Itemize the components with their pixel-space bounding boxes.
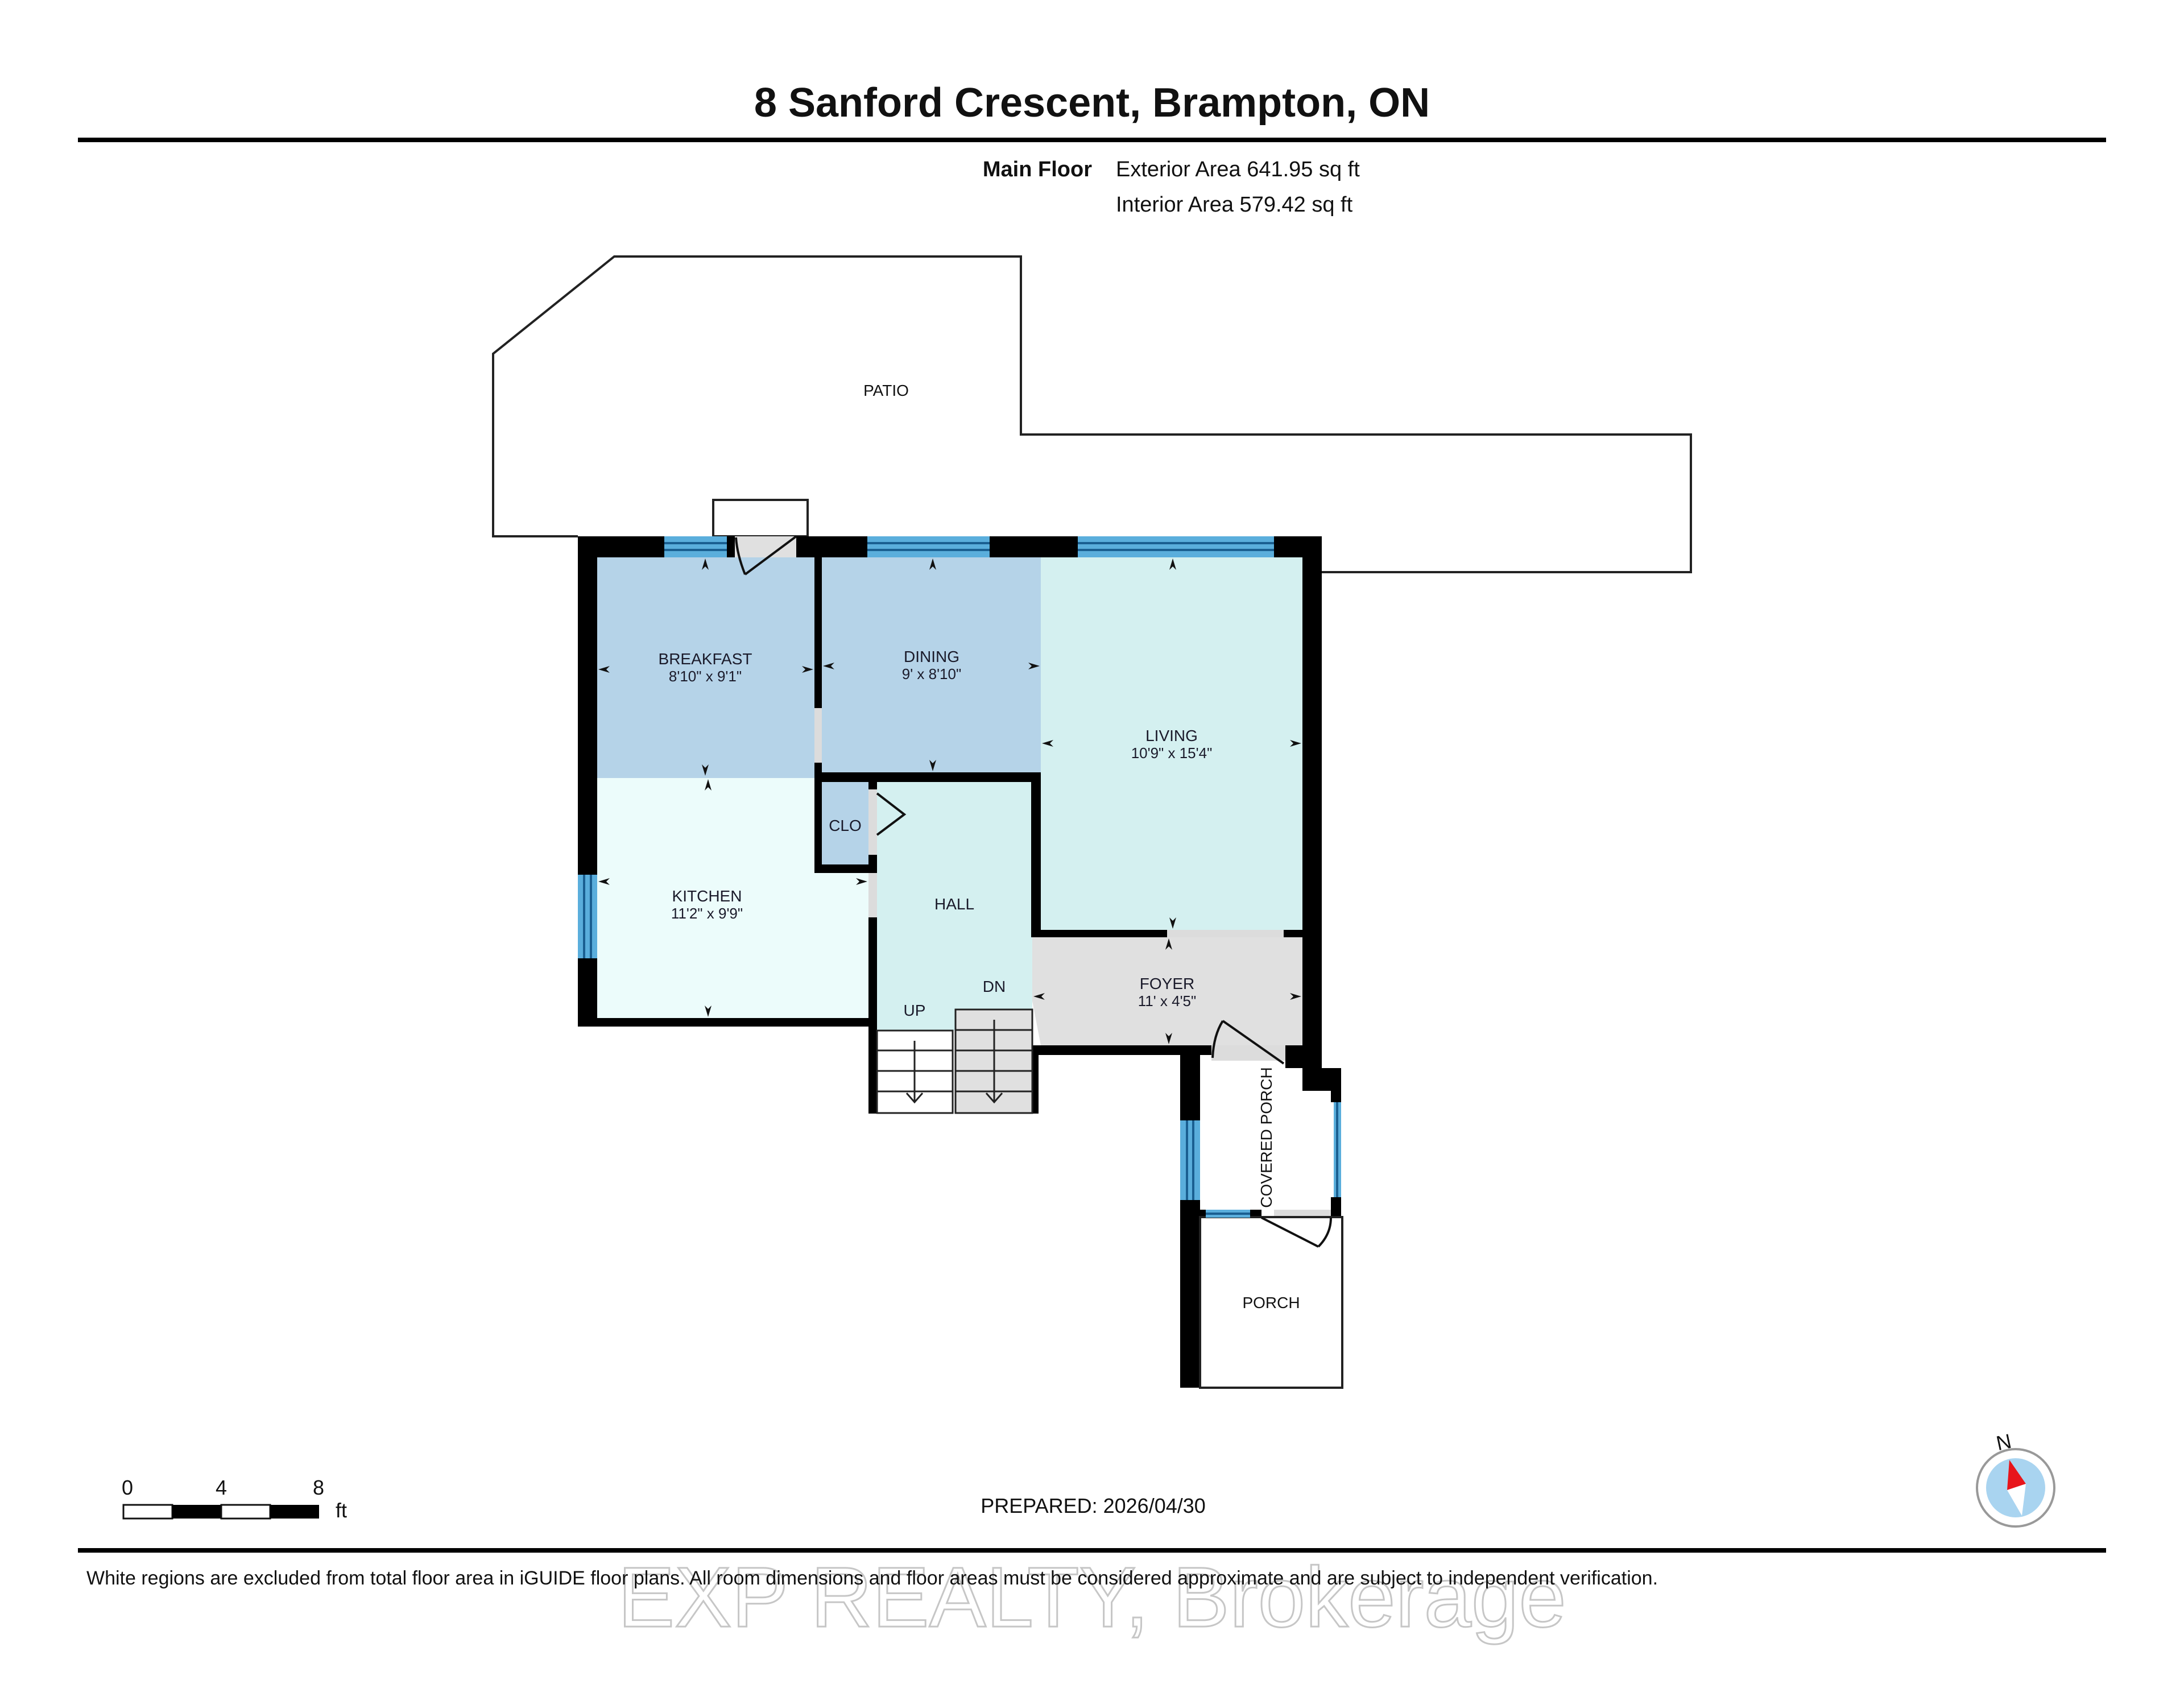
label-closet: CLO [829,817,862,834]
door-swings [735,535,1332,1248]
window-breakfast [664,536,727,557]
label-foyer: FOYER [1140,975,1194,992]
window-covered-porch-bottom [1206,1210,1250,1218]
svg-text:0: 0 [122,1476,133,1499]
room-breakfast [597,557,814,778]
page-title: 8 Sanford Crescent, Brampton, ON [754,80,1430,126]
dim-kitchen: 11'2" x 9'9" [671,905,743,922]
door-threshold [814,708,822,763]
dim-dining: 9' x 8'10" [902,665,961,682]
label-covered-porch: COVERED PORCH [1258,1067,1275,1207]
door-threshold [735,536,796,557]
room-dining [822,557,1042,773]
floor-label: Main Floor [983,158,1092,181]
label-dining: DINING [904,648,959,665]
dim-breakfast: 8'10" x 9'1" [669,668,742,685]
room-hall [877,782,1032,1031]
label-dn: DN [983,978,1006,995]
svg-text:ft: ft [336,1499,347,1522]
label-hall: HALL [934,895,974,913]
footer-rule [78,1548,2106,1553]
walls [578,536,1341,1388]
window-covered-porch-left [1180,1120,1200,1200]
svg-text:8: 8 [313,1476,324,1499]
label-kitchen: KITCHEN [672,887,742,905]
window-living [1078,536,1274,557]
door-breakfast-patio [735,535,797,576]
door-threshold [868,867,877,917]
label-breakfast: BREAKFAST [659,650,752,668]
windows [578,536,1341,1218]
dimension-arrows [598,558,1301,1044]
patio-label: PATIO [863,382,909,399]
room-closet [822,782,868,873]
exterior-area: Exterior Area 641.95 sq ft [1116,158,1360,181]
porch-outline [1199,1216,1343,1389]
door-threshold [1211,1045,1285,1061]
scale-bar: 0 4 8 ft [122,1476,347,1522]
door-porch [1261,1217,1332,1248]
svg-text:4: 4 [216,1476,227,1499]
window-dining [867,536,990,557]
prepared-date: PREPARED: 2026/04/30 [981,1494,1206,1517]
door-foyer-entry [1211,1020,1285,1065]
window-covered-porch-right [1334,1102,1341,1197]
header-rule [78,138,2106,142]
watermark: EXP REALTY, Brokerage [618,1549,1566,1645]
room-foyer [1032,937,1302,1045]
label-porch: PORCH [1242,1294,1300,1311]
label-living: LIVING [1145,727,1198,744]
stairs-up [876,1029,954,1114]
label-up: UP [904,1002,926,1019]
stairs-down [954,1008,1033,1114]
interior-area: Interior Area 579.42 sq ft [1116,193,1353,217]
door-threshold [1274,1210,1331,1218]
compass-icon: N [1976,1429,2055,1528]
dim-foyer: 11' x 4'5" [1138,992,1197,1010]
dim-living: 10'9" x 15'4" [1131,744,1213,762]
door-closet [876,792,907,836]
window-kitchen [578,875,597,958]
room-living [1041,557,1302,931]
disclaimer: White regions are excluded from total fl… [86,1567,1658,1589]
door-threshold [868,789,877,855]
door-threshold [1167,930,1284,937]
patio: PATIO [492,255,1692,573]
